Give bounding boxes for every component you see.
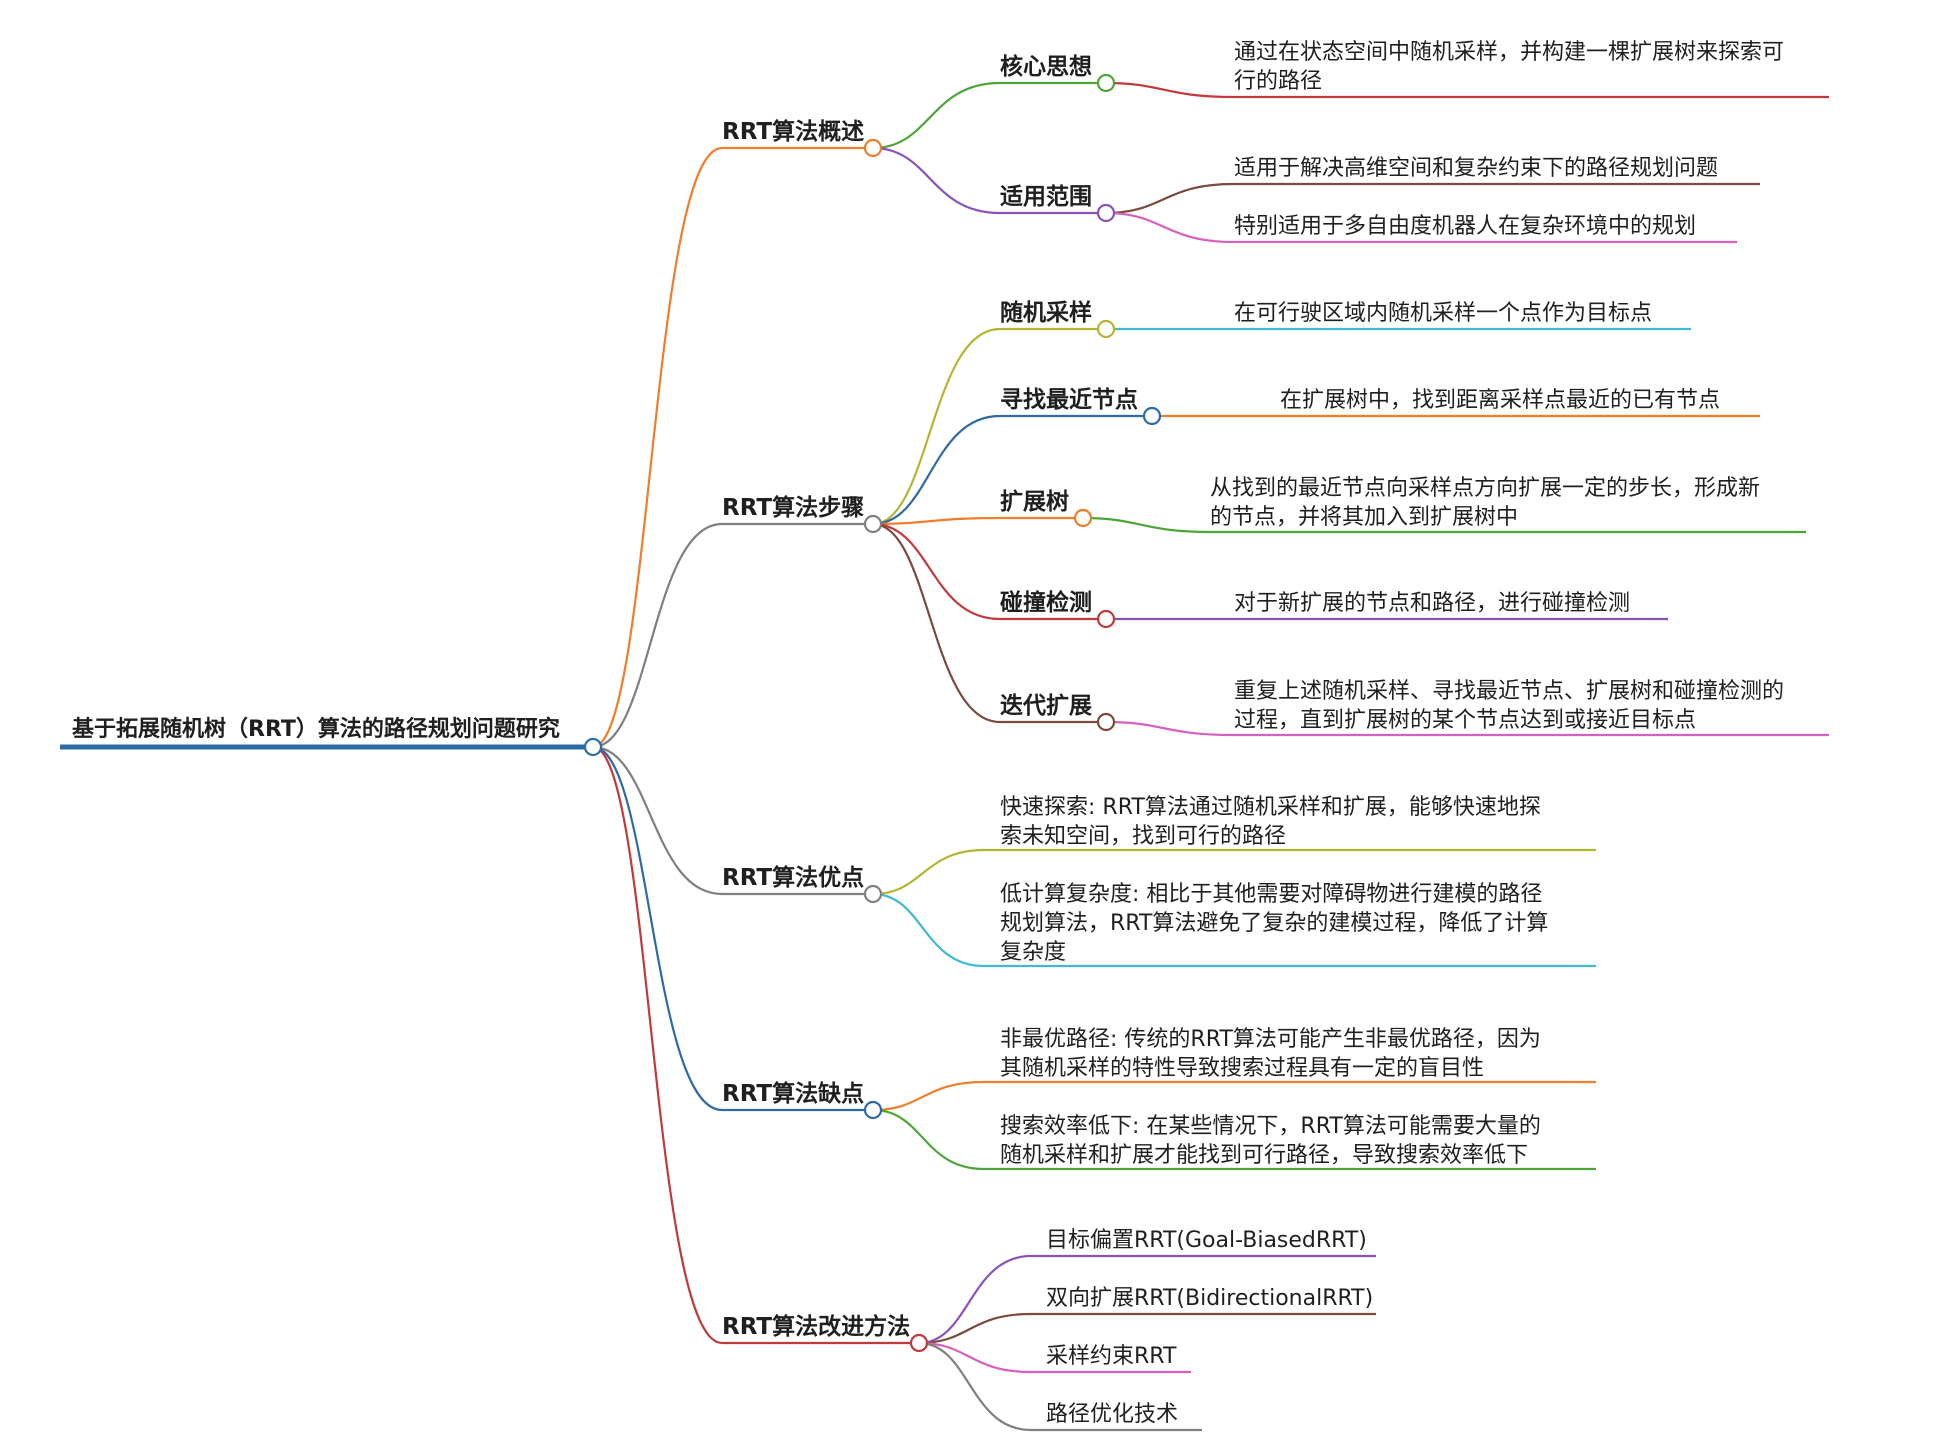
leaf-connector [1082, 516, 1212, 534]
leaf-text-line: 双向扩展RRT(BidirectionalRRT) [1046, 1286, 1374, 1311]
leaf-text-line: 特别适用于多自由度机器人在复杂环境中的规划 [1234, 214, 1697, 239]
leaf-connector [1105, 182, 1235, 215]
subtopic-node [1142, 406, 1162, 426]
branch-topic: RRT算法概述 [722, 119, 865, 145]
branch-connector [592, 146, 723, 749]
leaf-connector [872, 1080, 985, 1112]
leaf-connector [918, 1341, 1032, 1374]
branch-topic: RRT算法优点 [722, 865, 865, 891]
leaf-text-line: 从找到的最近节点向采样点方向扩展一定的步长，形成新 [1210, 476, 1761, 501]
subtopic-connector [872, 522, 1001, 621]
subtopic-label: 迭代扩展 [1000, 693, 1092, 719]
leaf-text-line: 其随机采样的特性导致搜索过程具有一定的盲目性 [1000, 1056, 1485, 1081]
leaf-connector [872, 1108, 985, 1171]
leaf-text-line: 重复上述随机采样、寻找最近节点、扩展树和碰撞检测的 [1234, 679, 1785, 704]
leaf-text-line: 采样约束RRT [1046, 1344, 1177, 1369]
subtopic-label: 碰撞检测 [1000, 590, 1092, 616]
leaf-connector [872, 848, 985, 896]
leaf-connector [1105, 720, 1235, 737]
leaf-connector [872, 892, 985, 968]
leaf-connector [1105, 211, 1235, 244]
subtopic-node [1096, 609, 1116, 629]
leaf-text-line: 索未知空间，找到可行的路径 [1000, 824, 1287, 849]
subtopic-node [1096, 203, 1116, 223]
subtopic-connector [872, 81, 1001, 150]
leaf-text-line: 规划算法，RRT算法避免了复杂的建模过程，降低了计算 [1000, 911, 1549, 936]
subtopic-node [1096, 712, 1116, 732]
leaf-text-line: 过程，直到扩展树的某个节点达到或接近目标点 [1234, 708, 1697, 733]
leaf-connector [1105, 81, 1235, 99]
leaf-text-line: 的节点，并将其加入到扩展树中 [1210, 505, 1519, 530]
subtopic-label: 随机采样 [1000, 300, 1092, 326]
leaf-text-line: 复杂度 [1000, 940, 1067, 965]
branch-connector [592, 745, 723, 1345]
leaf-text-line: 通过在状态空间中随机采样，并构建一棵扩展树来探索可 [1234, 40, 1785, 65]
branch-node [863, 1100, 883, 1120]
leaf-text-line: 路径优化技术 [1046, 1402, 1179, 1427]
branch-connector [592, 745, 723, 1112]
leaf-text-line: 适用于解决高维空间和复杂约束下的路径规划问题 [1234, 156, 1719, 181]
leaf-text-line: 随机采样和扩展才能找到可行路径，导致搜索效率低下 [1000, 1143, 1529, 1168]
leaf-text-line: 在可行驶区域内随机采样一个点作为目标点 [1234, 301, 1653, 326]
branch-topic: RRT算法缺点 [722, 1081, 865, 1107]
leaf-connector [918, 1312, 1032, 1345]
leaf-text-line: 在扩展树中，找到距离采样点最近的已有节点 [1280, 388, 1721, 413]
leaf-text-line: 对于新扩展的节点和路径，进行碰撞检测 [1234, 591, 1631, 616]
branch-topic: RRT算法改进方法 [722, 1314, 911, 1340]
root-topic: 基于拓展随机树（RRT）算法的路径规划问题研究 [72, 717, 560, 742]
subtopic-connector [872, 414, 1001, 526]
leaf-text-line: 行的路径 [1234, 69, 1323, 94]
branch-topic: RRT算法步骤 [722, 495, 865, 521]
subtopic-connector [872, 516, 1001, 526]
leaf-text-line: 非最优路径: 传统的RRT算法可能产生非最优路径，因为 [1000, 1027, 1541, 1052]
subtopic-connector [872, 327, 1001, 526]
branch-node [863, 138, 883, 158]
subtopic-label: 扩展树 [1000, 489, 1069, 515]
subtopic-label: 核心思想 [1000, 54, 1092, 80]
branch-node [863, 514, 883, 534]
branch-connector [592, 522, 723, 749]
leaf-connector [918, 1254, 1032, 1345]
subtopic-label: 寻找最近节点 [1000, 387, 1138, 413]
subtopic-label: 适用范围 [1000, 184, 1092, 210]
branch-connector [592, 745, 723, 896]
subtopic-connector [872, 522, 1001, 724]
leaf-text-line: 低计算复杂度: 相比于其他需要对障碍物进行建模的路径 [1000, 882, 1543, 907]
subtopic-node [1073, 508, 1093, 528]
branch-node [909, 1333, 929, 1353]
leaf-text-line: 搜索效率低下: 在某些情况下，RRT算法可能需要大量的 [1000, 1114, 1541, 1139]
branch-node [863, 884, 883, 904]
leaf-text-line: 目标偏置RRT(Goal-BiasedRRT) [1046, 1228, 1367, 1253]
leaf-text-line: 快速探索: RRT算法通过随机采样和扩展，能够快速地探 [1000, 795, 1541, 820]
subtopic-connector [872, 146, 1001, 215]
subtopic-node [1096, 319, 1116, 339]
subtopic-node [1096, 73, 1116, 93]
leaf-connector [918, 1341, 1032, 1432]
root-node [583, 737, 603, 757]
